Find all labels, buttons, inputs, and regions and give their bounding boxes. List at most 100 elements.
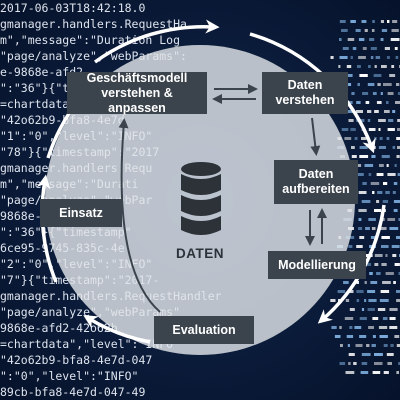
stream-dash [358,227,363,230]
stream-dash [370,236,378,239]
stream-dash [391,65,395,68]
node-understanding-line1: Daten [287,78,323,92]
stream-dash [396,299,400,302]
stream-dash [381,29,388,32]
stream-dash [375,56,381,59]
stream-dash [361,353,371,356]
stream-dash [352,47,357,50]
stream-dash [359,74,368,77]
stream-dash [385,254,388,257]
stream-dash [392,110,396,113]
stream-dash [368,299,377,302]
stream-dash [383,371,389,374]
stream-dash [389,326,398,329]
stream-dash [393,281,396,284]
stream-dash [338,299,340,302]
stream-dash [358,191,367,194]
stream-dash [345,83,352,86]
stream-dash [358,218,362,221]
stream-dash [396,83,400,86]
stream-dash [343,281,349,284]
stream-dash [397,128,400,131]
stream-dash [373,74,382,77]
stream-dash [392,146,396,149]
stream-dash [361,308,365,311]
stream-dash [389,317,396,320]
node-modeling: Modellierung [268,251,366,279]
stream-dash [392,254,397,257]
stream-dash [364,263,372,266]
stream-dash [362,92,369,95]
stream-dash [395,101,400,104]
stream-dash [390,344,394,347]
arrow-understanding-to-preparation [310,117,321,156]
stream-dash [359,335,367,338]
stream-dash [371,29,375,32]
stream-dash [372,371,381,374]
stream-dash [339,326,342,329]
outer-cycle-arrow-upper-left [46,111,72,159]
node-deployment: Einsatz [40,199,122,227]
stream-dash [371,155,376,158]
stream-dash [383,182,388,185]
stream-dash [386,101,389,104]
stream-dash [368,218,376,221]
stream-dash [348,290,354,293]
stream-dash [394,263,400,266]
stream-dash [361,362,368,365]
stream-dash [378,128,381,131]
stream-dash [341,128,349,131]
arrow-evaluation-to-business [118,118,161,313]
stream-dash [372,335,376,338]
stream-dash [395,56,399,59]
stream-dash [339,362,346,365]
stream-dash [365,227,370,230]
node-understanding-line2: verstehen [275,93,335,107]
stream-dash [396,137,400,140]
stream-dash [382,281,391,284]
stream-dash [378,119,386,122]
node-business-line2: verstehen & anpassen [101,85,173,115]
stream-dash [347,344,350,347]
stream-dash [379,299,389,302]
code-line: gmanager.handlers.RequestHa [0,17,187,31]
stream-dash [356,290,364,293]
stream-dash [358,209,367,212]
outer-cycle-arrow-left [36,174,58,283]
stream-dash [380,20,384,23]
stream-dash [380,38,384,41]
stream-dash [378,146,386,149]
stream-dash [358,38,365,41]
node-evaluation-label: Evaluation [172,322,236,337]
stream-dash [386,137,390,140]
stream-dash [365,101,370,104]
code-line: ":"0","level":"INFO" [0,369,139,383]
stream-dash [339,38,342,41]
stream-dash [362,182,367,185]
stream-dash [398,218,400,221]
stream-dash [346,335,354,338]
stream-dash [383,344,388,347]
stream-dash [371,227,376,230]
stream-dash [351,146,355,149]
stream-dash [350,56,353,59]
stream-dash [347,38,355,41]
stream-dash [386,56,390,59]
stream-dash [331,326,337,329]
stream-dash [374,353,383,356]
code-line: "42o62b9-bfa8-4e7d-047 [0,353,153,367]
stream-dash [368,326,374,329]
stream-dash [338,65,341,68]
stream-dash [382,317,388,320]
stream-dash [354,137,358,140]
stream-dash [397,146,400,149]
stream-dash [346,110,354,113]
stream-dash [341,29,348,32]
stream-dash [339,56,348,59]
stream-dash [386,164,389,167]
stream-dash [397,173,400,176]
stream-dash [356,281,359,284]
stream-dash [349,326,353,329]
